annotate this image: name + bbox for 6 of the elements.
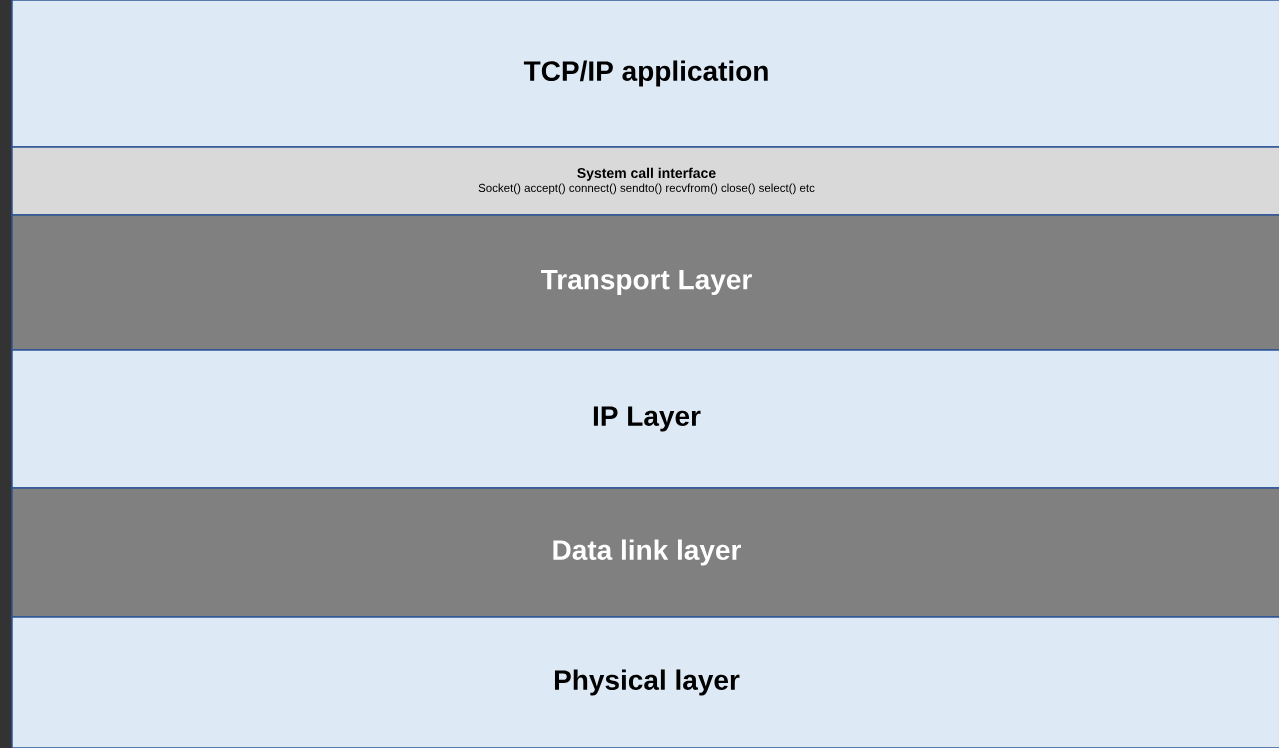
layer-band: Data link layer <box>11 487 1279 618</box>
interface-band: System call interface Socket() accept() connect() sendto() recvfrom() close() select() etc <box>11 146 1279 216</box>
layer-band: TCP/IP application <box>11 0 1279 148</box>
layer-band: IP Layer <box>11 349 1279 489</box>
layer-band: Transport Layer <box>11 214 1279 351</box>
layer-band: Physical layer <box>11 616 1279 748</box>
